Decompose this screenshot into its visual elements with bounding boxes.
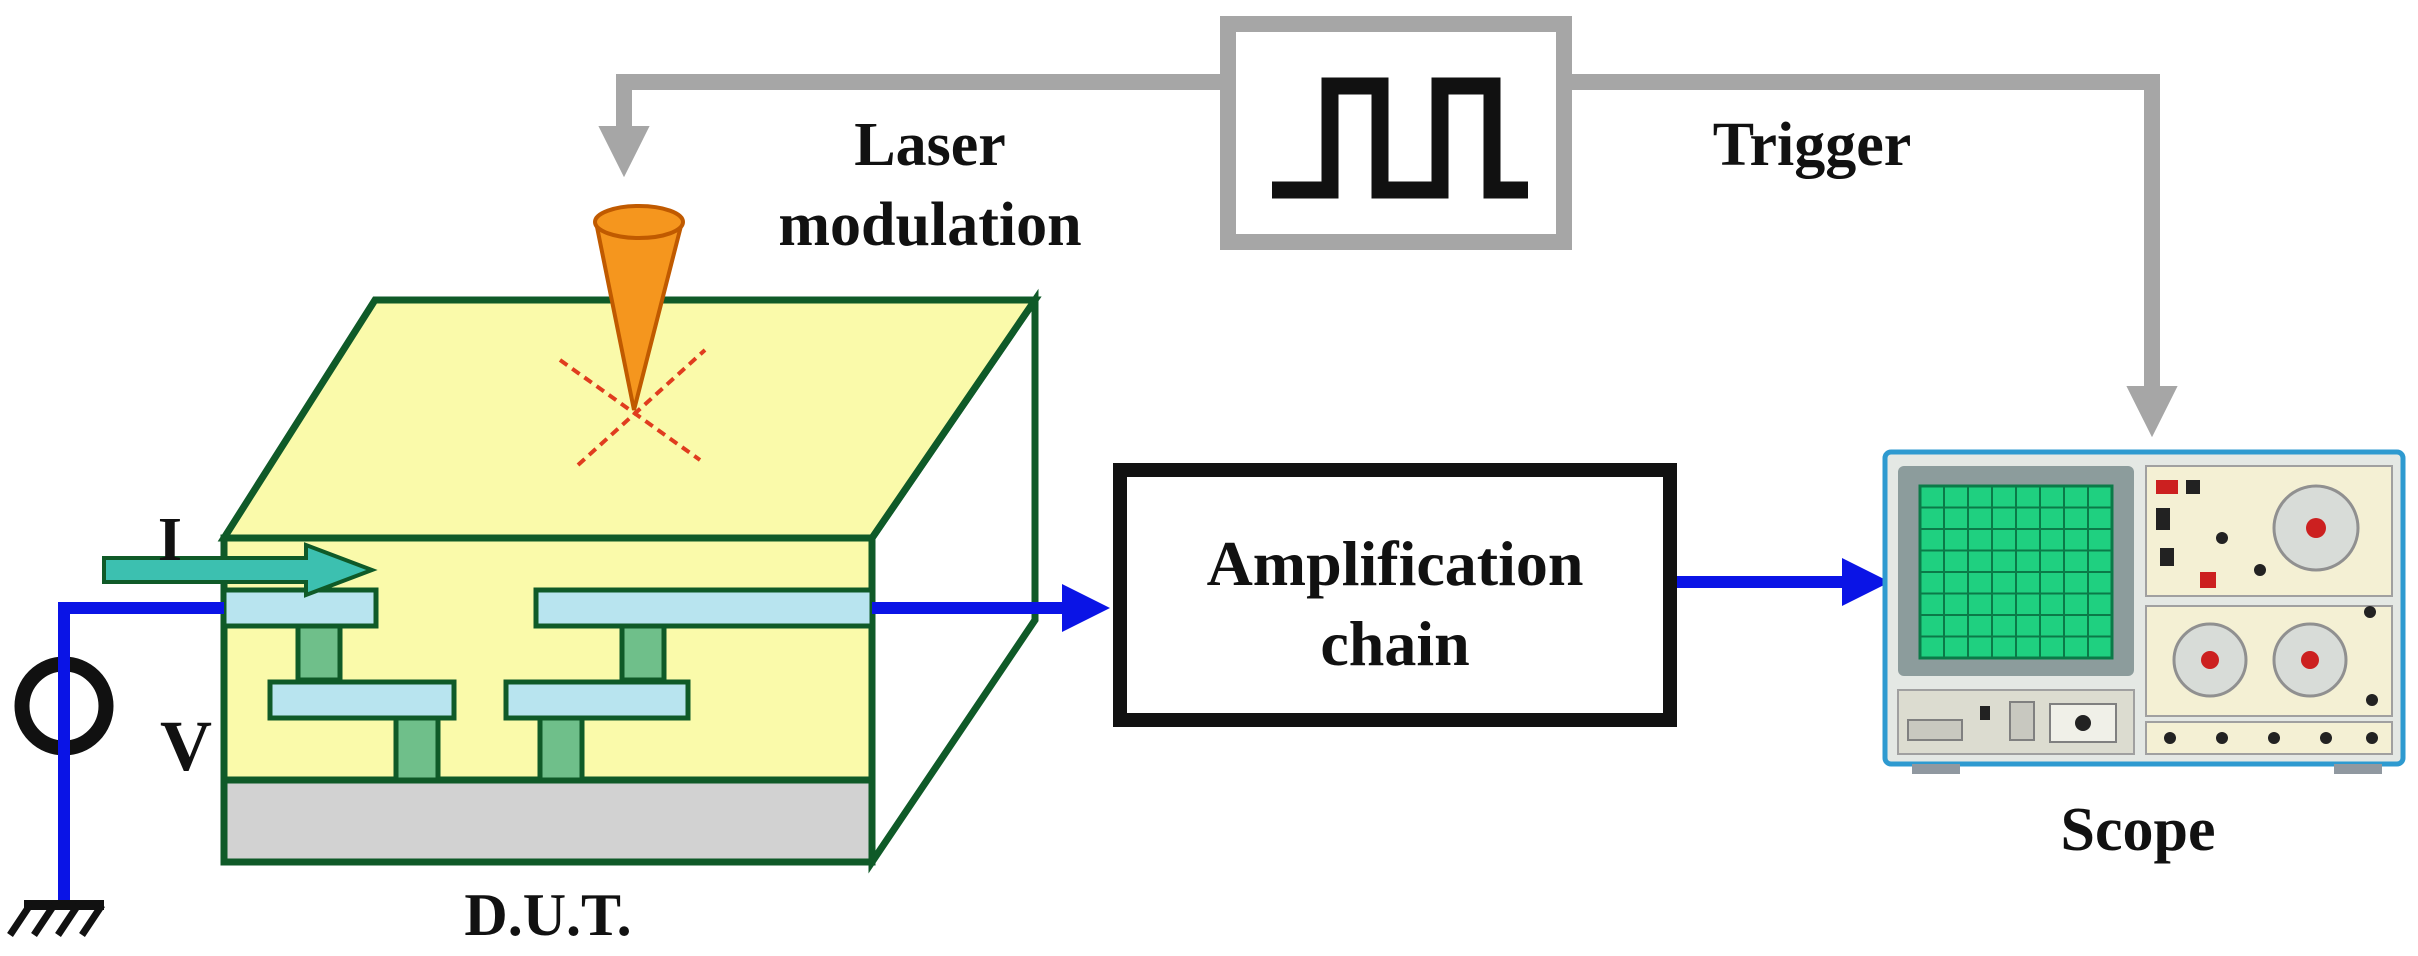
pulse-generator	[1220, 16, 1572, 250]
laser-label-line1: Laser	[854, 111, 1006, 179]
voltage-label: V	[160, 706, 212, 786]
via	[537, 715, 585, 783]
laser-modulation-arrow	[598, 74, 1232, 178]
dut-block	[217, 288, 1042, 874]
via	[619, 623, 667, 683]
oscilloscope-icon	[1882, 449, 2406, 774]
pulse-generator-box	[1220, 16, 1572, 250]
via	[393, 715, 441, 783]
metal-line	[503, 679, 691, 721]
laser-label-line2: modulation	[778, 191, 1081, 259]
metal-line	[221, 587, 379, 629]
amplification-label-line2: chain	[1320, 608, 1469, 679]
laser-cross-line	[558, 358, 702, 462]
bias-circuit: V	[7, 602, 224, 937]
current-arrow-icon	[102, 542, 378, 598]
dut-substrate	[220, 776, 876, 866]
trigger-arrow	[1568, 74, 2178, 438]
scope-label: Scope	[2061, 796, 2216, 864]
current-label: I	[158, 506, 182, 574]
dut-label: D.U.T.	[464, 882, 631, 948]
bias-wire	[58, 602, 224, 905]
laser-cone-top	[593, 204, 685, 240]
current-indicator: I	[102, 506, 378, 598]
metal-line	[533, 587, 875, 629]
square-wave-icon	[1272, 77, 1528, 199]
amplification-chain-box	[1113, 463, 1677, 727]
metal-line	[267, 679, 457, 721]
ground-icon	[7, 900, 105, 937]
laser-cross-line	[576, 348, 707, 467]
feedback-loop	[598, 74, 2178, 438]
amplification-label-line1: Amplification	[1207, 528, 1584, 599]
trigger-label: Trigger	[1713, 111, 1912, 179]
via	[295, 623, 343, 683]
amplification-chain: Amplification chain	[1113, 463, 1677, 727]
scope-screen-grid	[1920, 486, 2112, 658]
laser-beam	[558, 204, 707, 467]
